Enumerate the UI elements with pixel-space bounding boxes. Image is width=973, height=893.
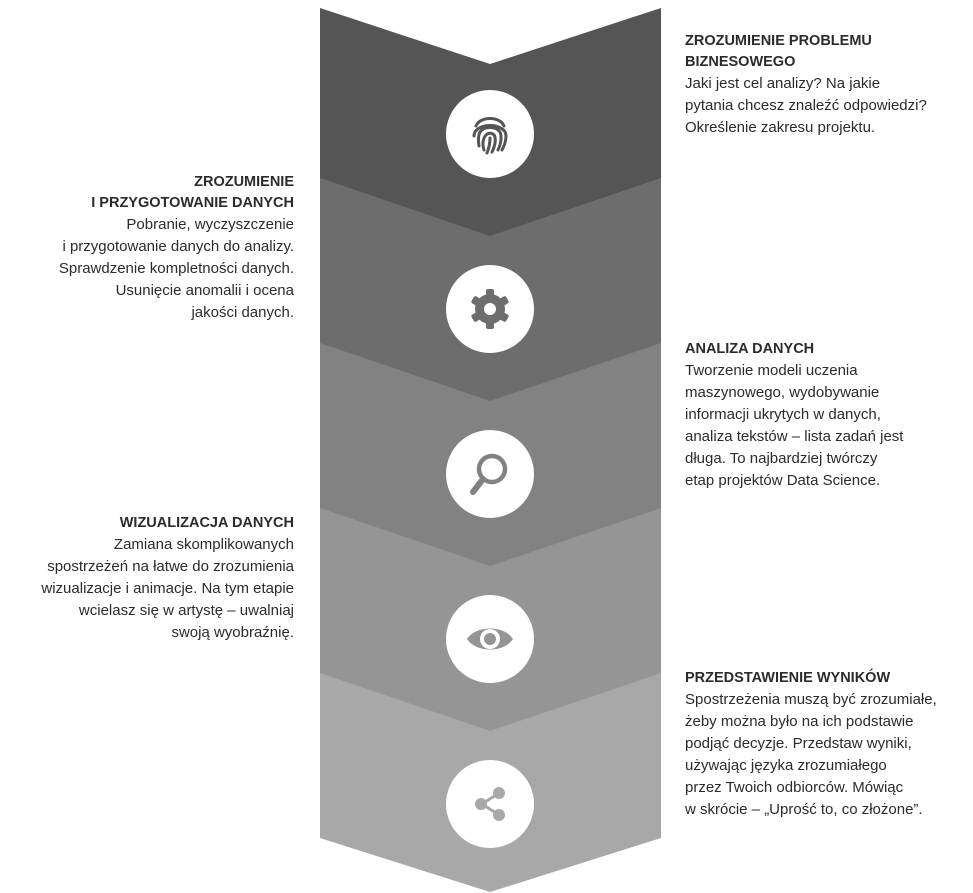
step-4-title: WIZUALIZACJA DANYCH bbox=[119, 515, 294, 531]
step-2-title: ZROZUMIENIE I PRZYGOTOWANIE DANYCH bbox=[91, 174, 294, 211]
step-4-description: Zamiana skomplikowanych spostrzeżeń na ł… bbox=[41, 536, 294, 641]
step-1-title: ZROZUMIENIE PROBLEMU BIZNESOWEGO bbox=[685, 33, 872, 70]
step-5-text: PRZEDSTAWIENIE WYNIKÓW Spostrzeżenia mus… bbox=[685, 668, 970, 821]
share-icon bbox=[446, 760, 534, 848]
gear-icon bbox=[446, 265, 534, 353]
step-2-text: ZROZUMIENIE I PRZYGOTOWANIE DANYCH Pobra… bbox=[0, 172, 294, 324]
step-2-description: Pobranie, wyczyszczenie i przygotowanie … bbox=[58, 216, 294, 321]
fingerprint-icon bbox=[446, 90, 534, 178]
step-4-text: WIZUALIZACJA DANYCH Zamiana skomplikowan… bbox=[0, 513, 294, 644]
step-3-text: ANALIZA DANYCH Tworzenie modeli uczenia … bbox=[685, 339, 970, 492]
step-5-title: PRZEDSTAWIENIE WYNIKÓW bbox=[685, 670, 891, 686]
step-3-title: ANALIZA DANYCH bbox=[685, 341, 815, 357]
step-1-text: ZROZUMIENIE PROBLEMU BIZNESOWEGO Jaki je… bbox=[685, 31, 970, 139]
step-1-description: Jaki jest cel analizy? Na jakie pytania … bbox=[685, 75, 927, 136]
magnifier-icon bbox=[446, 430, 534, 518]
step-5-description: Spostrzeżenia muszą być zrozumiałe, żeby… bbox=[685, 691, 937, 818]
eye-icon bbox=[446, 595, 534, 683]
step-3-description: Tworzenie modeli uczenia maszynowego, wy… bbox=[685, 362, 904, 489]
